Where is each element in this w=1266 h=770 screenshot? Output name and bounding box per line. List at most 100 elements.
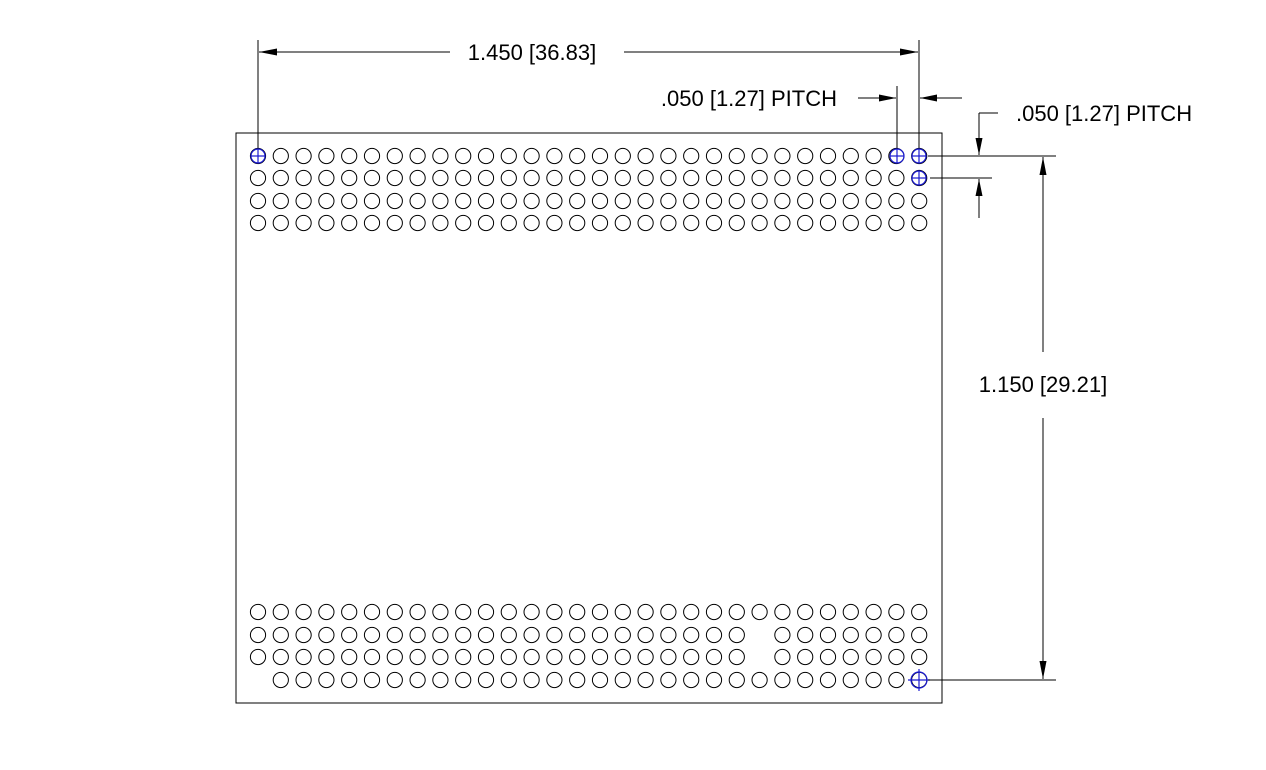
bottom-pad (614, 603, 631, 621)
top-pad (660, 214, 677, 232)
bottom-pad (637, 603, 654, 621)
reference-marker-second-row (911, 170, 927, 186)
top-pad (614, 147, 631, 165)
top-pad (272, 214, 289, 232)
top-pad (249, 192, 267, 210)
reference-marker-top-right-b (911, 148, 927, 164)
bottom-pad (500, 648, 517, 666)
bottom-pad (341, 626, 358, 644)
bottom-pad (409, 603, 426, 621)
bottom-pad (363, 648, 381, 666)
top-pad (432, 214, 449, 232)
width-label: 1.450 [36.83] (468, 40, 596, 65)
bottom-pad (774, 603, 791, 621)
top-pad (637, 147, 654, 165)
bottom-pad (409, 671, 426, 689)
bottom-pad (819, 603, 837, 621)
top-pad (683, 192, 700, 210)
bottom-pad (455, 603, 472, 621)
top-pad (363, 214, 381, 232)
top-pad (774, 147, 791, 165)
bottom-pad (295, 626, 312, 644)
top-pad (386, 192, 403, 210)
bottom-pad (386, 671, 403, 689)
top-pad (751, 147, 768, 165)
bottom-pad (683, 603, 700, 621)
top-pad (865, 214, 882, 232)
top-pad (341, 169, 358, 187)
top-pad (500, 214, 517, 232)
bottom-pad (569, 648, 586, 666)
bottom-pad (500, 626, 517, 644)
bottom-pad (432, 626, 449, 644)
bottom-pad (865, 671, 882, 689)
top-pad (637, 192, 654, 210)
bottom-pad (660, 648, 677, 666)
bottom-pad (409, 648, 426, 666)
top-pad (637, 169, 654, 187)
bottom-pad (842, 626, 859, 644)
top-pad (363, 192, 381, 210)
top-pad (386, 169, 403, 187)
top-pad (705, 192, 723, 210)
top-pad (500, 192, 517, 210)
bottom-pad (318, 671, 335, 689)
top-pad (295, 169, 312, 187)
bottom-pad (911, 603, 928, 621)
top-pad-array (249, 147, 928, 232)
top-pad (295, 147, 312, 165)
bottom-pad (523, 648, 540, 666)
top-pad (455, 214, 472, 232)
bottom-pad (842, 603, 859, 621)
top-pad (363, 147, 381, 165)
width-dimension: 1.450 [36.83] (257, 40, 920, 148)
bottom-pad (797, 626, 814, 644)
bottom-pad (705, 603, 723, 621)
bottom-pad (683, 626, 700, 644)
bottom-pad (614, 626, 631, 644)
top-pad (523, 147, 540, 165)
bottom-pad (249, 603, 267, 621)
top-pad (591, 147, 609, 165)
bottom-pad (249, 648, 267, 666)
bottom-pad (705, 626, 723, 644)
bottom-pad (591, 671, 609, 689)
top-pad (272, 169, 289, 187)
bottom-pad (249, 626, 267, 644)
top-pad (705, 214, 723, 232)
bottom-pad (295, 603, 312, 621)
top-pad (797, 214, 814, 232)
bottom-pad (341, 671, 358, 689)
bottom-pad (774, 626, 791, 644)
bottom-pad (363, 626, 381, 644)
bottom-pad (888, 626, 905, 644)
top-pad (705, 147, 723, 165)
pitch-horizontal-dimension: .050 [1.27] PITCH (661, 86, 962, 148)
top-pad (386, 147, 403, 165)
bottom-pad-array (249, 603, 928, 689)
top-pad (728, 169, 745, 187)
bottom-pad (660, 671, 677, 689)
bottom-pad (614, 671, 631, 689)
top-pad (842, 147, 859, 165)
bottom-pad (705, 671, 723, 689)
bottom-pad (819, 671, 837, 689)
bottom-pad (591, 648, 609, 666)
top-pad (569, 147, 586, 165)
bottom-pad (318, 648, 335, 666)
bottom-pad (797, 671, 814, 689)
reference-marker-bottom-right (908, 669, 930, 691)
top-pad (591, 214, 609, 232)
top-pad (614, 214, 631, 232)
top-pad (341, 192, 358, 210)
top-pad (272, 147, 289, 165)
top-pad (797, 147, 814, 165)
top-pad (797, 169, 814, 187)
bottom-pad (272, 603, 289, 621)
bottom-pad (477, 603, 495, 621)
bottom-pad (637, 671, 654, 689)
bottom-pad (637, 648, 654, 666)
bottom-pad (751, 671, 768, 689)
top-pad (728, 214, 745, 232)
top-pad (546, 192, 563, 210)
